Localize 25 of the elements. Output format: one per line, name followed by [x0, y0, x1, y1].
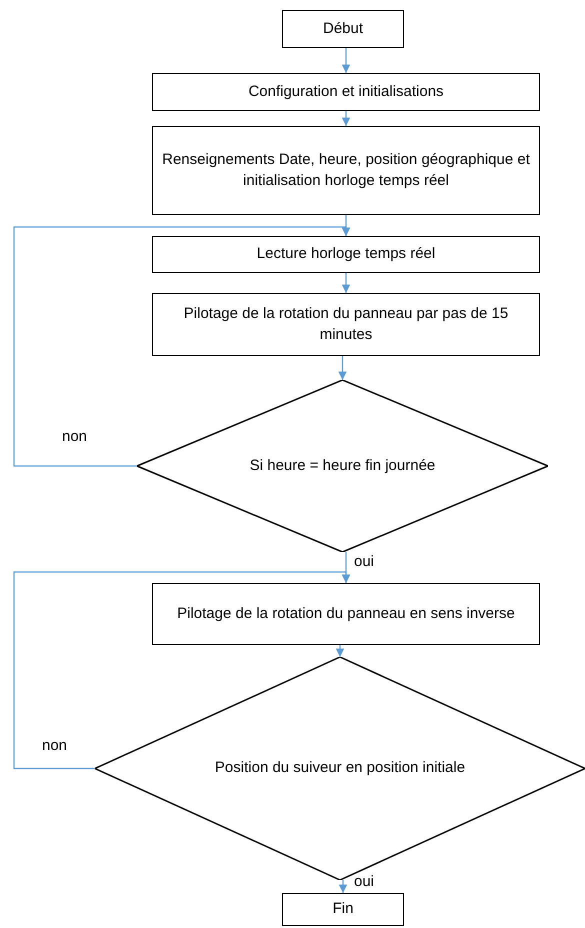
arrow	[13, 571, 350, 770]
node-text: Si heure = heure fin journée	[248, 456, 436, 476]
process-box	[282, 10, 404, 48]
process-box	[282, 893, 404, 926]
process-box	[152, 236, 540, 273]
node-text: Pilotage de la rotation du panneau en sens inverse	[176, 604, 516, 624]
arrow	[336, 645, 344, 657]
arrow	[342, 273, 350, 293]
process-box	[152, 126, 540, 215]
decision-diamond	[137, 380, 548, 552]
node-text: Configuration et initialisations	[247, 82, 445, 102]
process-box	[152, 293, 540, 356]
node-text: Début	[322, 18, 364, 39]
arrow	[338, 356, 347, 380]
arrow	[13, 226, 350, 467]
node-text: Lecture horloge temps réel	[256, 244, 436, 264]
node-text: Renseignements Date, heure, position géographique et initialisation horloge temps réel	[161, 150, 531, 190]
arrow	[342, 111, 350, 126]
node-text: Position du suiveur en position initiale	[214, 758, 466, 778]
process-box	[152, 583, 540, 645]
node-text: Pilotage de la rotation du panneau par pas de 15 minutes	[182, 304, 510, 344]
arrow	[342, 48, 350, 73]
node-text: Fin	[332, 899, 354, 920]
process-box	[152, 73, 540, 111]
arrow	[338, 880, 348, 893]
